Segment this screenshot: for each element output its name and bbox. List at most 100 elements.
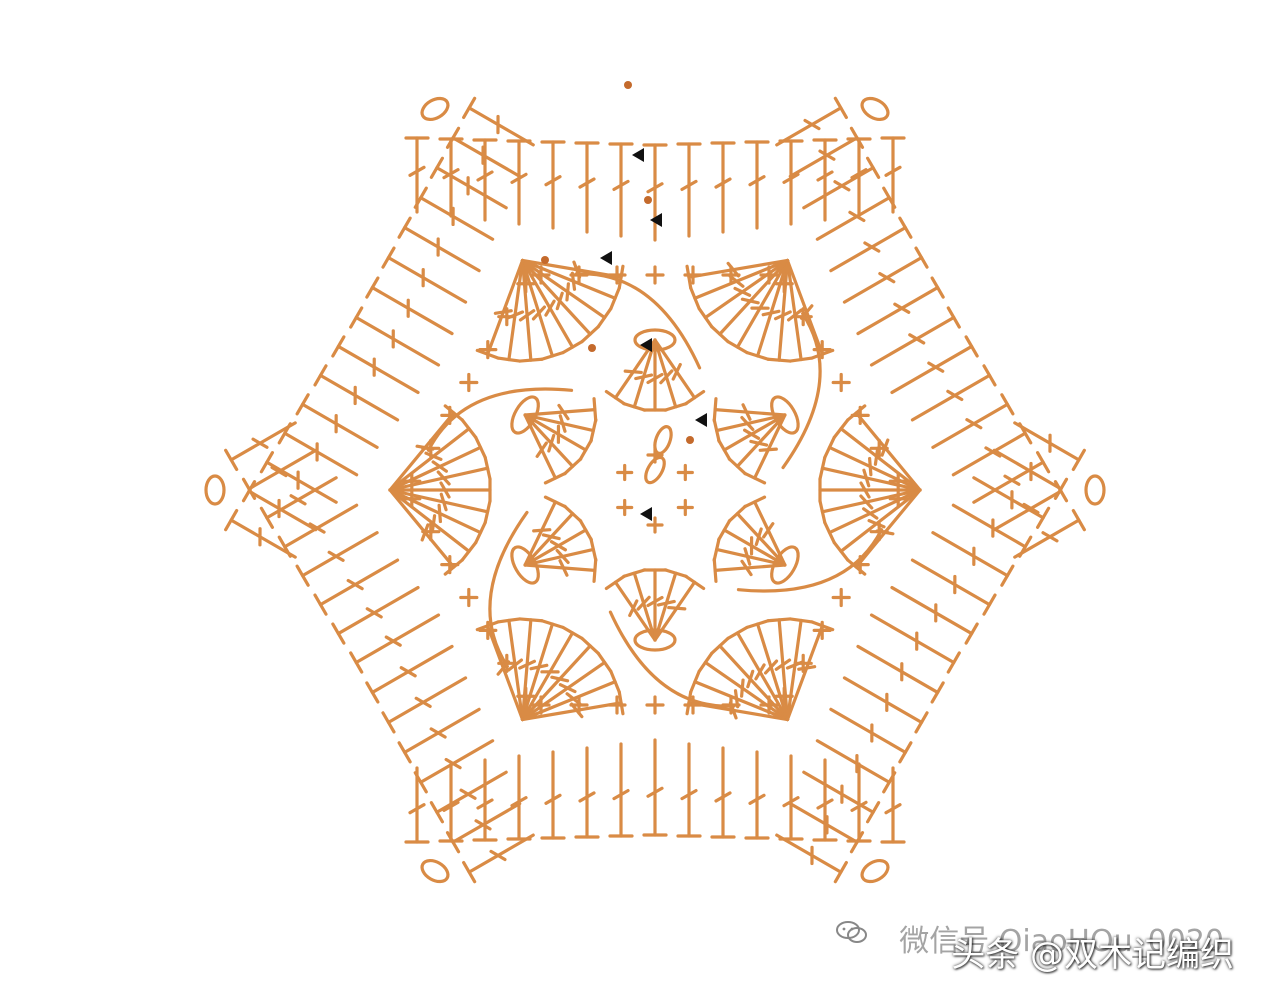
fan-stitch: [785, 618, 803, 722]
fan-stitch-bar: [697, 651, 714, 674]
tall-stitch: [318, 558, 400, 607]
tall-stitch: [775, 106, 843, 147]
fan-stitch-bar: [823, 435, 836, 459]
fan-stitch: [388, 411, 456, 492]
fan-stitch-slash: [439, 492, 448, 512]
tall-stitch-slash: [578, 177, 596, 189]
corner-chain: [1084, 474, 1106, 506]
tall-stitch-bar: [982, 364, 997, 387]
tall-stitch-bar: [413, 186, 428, 209]
fan-stitch-bar: [726, 625, 749, 640]
tall-stitch: [775, 833, 843, 874]
tall-stitch-bar: [866, 156, 881, 179]
inner-chain: [770, 545, 800, 585]
round-marker: [600, 251, 612, 265]
inner-chain: [510, 545, 540, 585]
fan-stitch-slash: [531, 305, 547, 321]
tall-stitch: [419, 739, 495, 784]
fan-stitch-bar: [766, 357, 792, 363]
tall-stitch: [229, 421, 297, 462]
tall-stitch-slash: [850, 800, 868, 812]
tall-stitch: [435, 166, 508, 210]
fan-stitch-slash: [544, 299, 556, 317]
tall-stitch-bar: [224, 508, 239, 532]
tall-stitch-bar: [365, 681, 380, 704]
fan-stitch-bar: [766, 617, 792, 623]
round-marker: [640, 507, 652, 521]
tall-stitch-bar: [241, 480, 257, 503]
tall-stitch-bar: [381, 711, 396, 734]
fan-stitch-slash: [493, 309, 513, 315]
fan-stitch: [703, 258, 790, 320]
tall-stitch: [301, 531, 379, 578]
fan-stitch-slash: [862, 468, 871, 488]
tall-stitch-slash: [965, 418, 983, 430]
tall-stitch-bar: [882, 186, 897, 209]
fan-stitch-bar: [788, 356, 814, 363]
tall-stitch: [788, 136, 859, 178]
fan-stitch-slash: [859, 481, 871, 499]
tall-stitch-slash: [884, 165, 902, 177]
inner-stitch-slash: [758, 447, 778, 452]
tall-stitch: [869, 315, 956, 367]
tall-stitch: [829, 707, 907, 754]
tall-stitch-bar: [1053, 477, 1069, 500]
tall-stitch-bar: [445, 831, 461, 854]
toutiao-watermark: 头条 @双木记编织: [951, 935, 1234, 975]
tall-stitch-bar: [445, 126, 461, 149]
tall-stitch-bar: [946, 306, 961, 329]
center-chain: [653, 425, 673, 455]
fan-stitch-slash: [431, 460, 448, 473]
fan-stitch-bar: [496, 356, 522, 363]
tall-stitch: [815, 739, 891, 784]
tall-stitch-slash: [544, 793, 562, 805]
tall-stitch: [336, 344, 420, 395]
tall-stitch-bar: [1018, 535, 1033, 558]
tall-stitch-bar: [1036, 451, 1051, 474]
fan-stitch-bar: [580, 636, 600, 655]
inner-stitch-bar: [727, 457, 748, 476]
tall-stitch-slash: [459, 788, 477, 800]
tall-stitch-bar: [381, 246, 396, 269]
tall-stitch-slash: [442, 800, 460, 812]
tall-stitch: [951, 503, 1027, 549]
tall-stitch-slash: [927, 361, 945, 373]
fan-stitch: [756, 622, 790, 722]
tall-stitch-bar: [349, 651, 364, 674]
inner-stitch-bar: [578, 518, 593, 542]
tall-stitch: [336, 585, 420, 636]
fan-stitch: [687, 258, 790, 279]
tall-stitch-bar: [295, 564, 310, 587]
fan-stitch: [703, 660, 790, 722]
tall-stitch: [370, 644, 454, 695]
wechat-watermark: 微信号 QiaoHOu_0020: [899, 924, 1224, 959]
tall-stitch: [403, 226, 481, 273]
fan-stitch: [520, 701, 623, 722]
tall-stitch: [910, 558, 992, 607]
tall-stitch: [386, 256, 468, 304]
tall-stitch-bar: [259, 506, 274, 529]
tall-stitch-bar: [914, 246, 929, 269]
tall-stitch: [419, 196, 495, 241]
corner-chain: [860, 96, 890, 122]
inner-stitch-slash: [623, 369, 643, 375]
tall-stitch: [815, 196, 891, 241]
fan-stitch-slash: [740, 297, 760, 305]
inner-stitch-bar: [663, 568, 688, 578]
inner-stitch-slash: [656, 599, 676, 607]
fan-stitch: [520, 258, 623, 279]
inner-chain: [510, 395, 540, 435]
tall-stitch-bar: [1036, 506, 1051, 529]
tall-stitch: [890, 585, 974, 636]
tall-stitch-bar: [898, 216, 913, 239]
fan-stitch-bar: [726, 340, 749, 355]
fan-stitch: [520, 622, 554, 722]
tall-stitch: [318, 373, 400, 422]
fan-stitch-bar: [818, 499, 827, 525]
inner-stitch-bar: [727, 504, 748, 523]
tall-stitch-slash: [612, 179, 630, 191]
inner-stitch-slash: [555, 548, 570, 565]
inner-stitch-bar: [743, 471, 767, 485]
tall-stitch-bar: [365, 276, 380, 299]
tall-stitch-bar: [1071, 448, 1086, 472]
